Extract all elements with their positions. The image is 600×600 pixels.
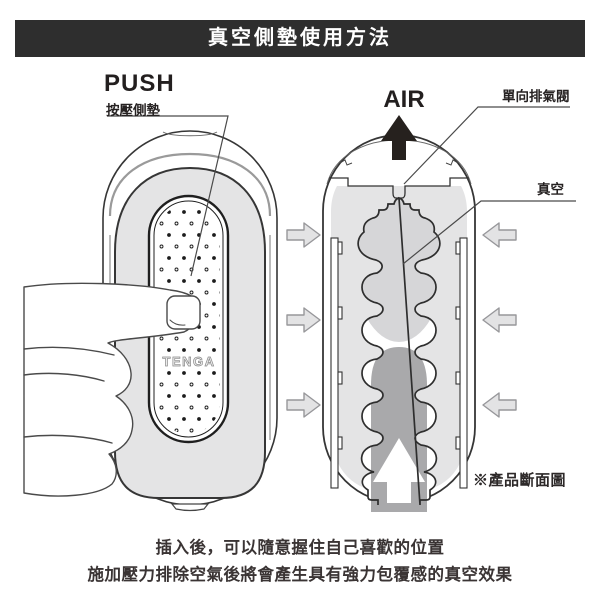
vacuum-label: 真空 xyxy=(537,182,564,197)
compress-arrow-right-icon xyxy=(286,222,321,248)
push-label: PUSH xyxy=(104,70,175,97)
fingernail xyxy=(166,295,201,330)
compress-arrow-left-icon xyxy=(482,222,517,248)
air-up-arrow-icon xyxy=(381,115,417,160)
header-bar: 真空側墊使用方法 xyxy=(15,20,585,57)
side-pad-cross-section xyxy=(330,237,468,489)
device-foot xyxy=(170,503,210,512)
press-pad-label: 按壓側墊 xyxy=(106,103,160,118)
cross-section-illustration xyxy=(322,106,576,512)
vacuum-leader-line xyxy=(402,200,576,265)
compress-arrows xyxy=(286,222,517,418)
cross-section-note: ※產品斷面圖 xyxy=(473,472,567,489)
air-label: AIR xyxy=(383,86,425,113)
caption-line-2: 施加壓力排除空氣後將會產生具有強力包覆感的真空效果 xyxy=(87,566,513,584)
valve-leader-line xyxy=(403,106,570,185)
compress-arrow-left-icon xyxy=(482,307,517,333)
caption-line-1: 插入後，可以隨意握住自己喜歡的位置 xyxy=(155,539,445,557)
compress-arrow-left-icon xyxy=(482,392,517,418)
insert-up-arrow-icon xyxy=(373,438,425,503)
compress-arrow-right-icon xyxy=(286,392,321,418)
brand-logo: TENGA xyxy=(163,354,216,369)
vacuum-region xyxy=(358,198,440,342)
valve-label: 單向排氣閥 xyxy=(502,89,570,104)
compress-arrow-right-icon xyxy=(286,307,321,333)
press-pad-leader-line xyxy=(107,115,229,277)
hand-illustration xyxy=(23,282,201,497)
page-title: 真空側墊使用方法 xyxy=(208,27,392,49)
